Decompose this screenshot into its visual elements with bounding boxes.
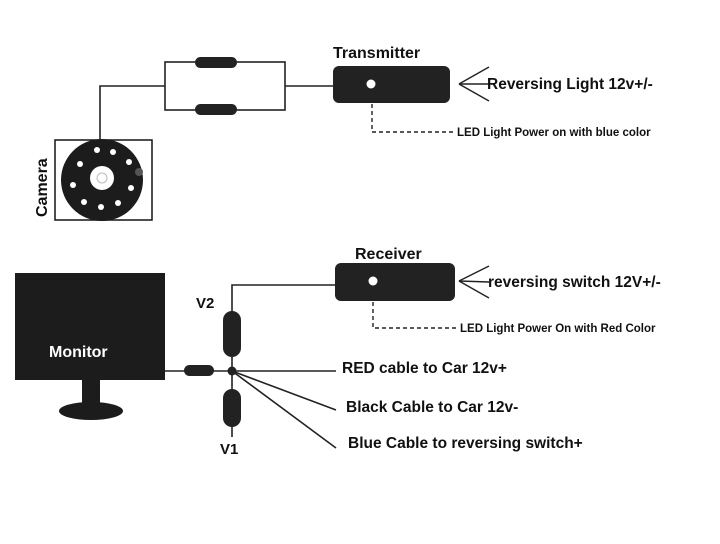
receiver-box bbox=[335, 263, 455, 301]
transmitter-input-wires bbox=[458, 66, 490, 102]
v1-label: V1 bbox=[220, 441, 238, 458]
v2-connector bbox=[223, 311, 241, 357]
transmitter-led-leader bbox=[371, 104, 454, 133]
transmitter-led-note: LED Light Power on with blue color bbox=[457, 127, 651, 139]
inline-fuse-top bbox=[195, 57, 237, 68]
camera-ir-led bbox=[81, 199, 87, 205]
camera-ir-led bbox=[94, 147, 100, 153]
monitor-stand-base bbox=[59, 402, 123, 420]
receiver-led-indicator bbox=[368, 276, 378, 286]
monitor-screen bbox=[15, 273, 165, 380]
camera-ir-led bbox=[70, 182, 76, 188]
monitor-label: Monitor bbox=[49, 344, 108, 361]
transmitter-title: Transmitter bbox=[333, 45, 420, 62]
monitor bbox=[15, 273, 165, 420]
camera-label: Camera bbox=[34, 158, 51, 217]
receiver-led-note: LED Light Power On with Red Color bbox=[460, 323, 656, 335]
inline-fuse-bottom bbox=[195, 104, 237, 115]
v1-connector bbox=[223, 389, 241, 427]
receiver-led-leader bbox=[372, 302, 457, 329]
camera-lens-center bbox=[96, 172, 108, 184]
cable-label-black: Black Cable to Car 12v- bbox=[346, 399, 518, 416]
camera bbox=[54, 139, 153, 221]
transmitter-box bbox=[333, 66, 450, 103]
receiver bbox=[335, 263, 455, 301]
transmitter bbox=[333, 66, 450, 103]
camera-ir-led bbox=[128, 185, 134, 191]
camera-ir-led bbox=[77, 161, 83, 167]
junction-node bbox=[227, 366, 237, 376]
monitor-plug bbox=[184, 365, 214, 376]
camera-wiring bbox=[99, 61, 333, 140]
camera-sensor bbox=[135, 168, 143, 176]
receiver-title: Receiver bbox=[355, 246, 422, 263]
receiver-input-wires bbox=[458, 265, 490, 299]
receiver-input-label: reversing switch 12V+/- bbox=[488, 274, 661, 291]
camera-ir-led bbox=[98, 204, 104, 210]
transmitter-input-label: Reversing Light 12v+/- bbox=[487, 76, 653, 93]
v2-label: V2 bbox=[196, 295, 214, 312]
transmitter-led-indicator bbox=[366, 79, 376, 89]
cable-label-blue: Blue Cable to reversing switch+ bbox=[348, 435, 583, 452]
camera-ir-led bbox=[126, 159, 132, 165]
camera-ir-led bbox=[110, 149, 116, 155]
camera-ir-led bbox=[115, 200, 121, 206]
cable-label-red: RED cable to Car 12v+ bbox=[342, 360, 507, 377]
monitor-stand-neck bbox=[82, 380, 100, 404]
